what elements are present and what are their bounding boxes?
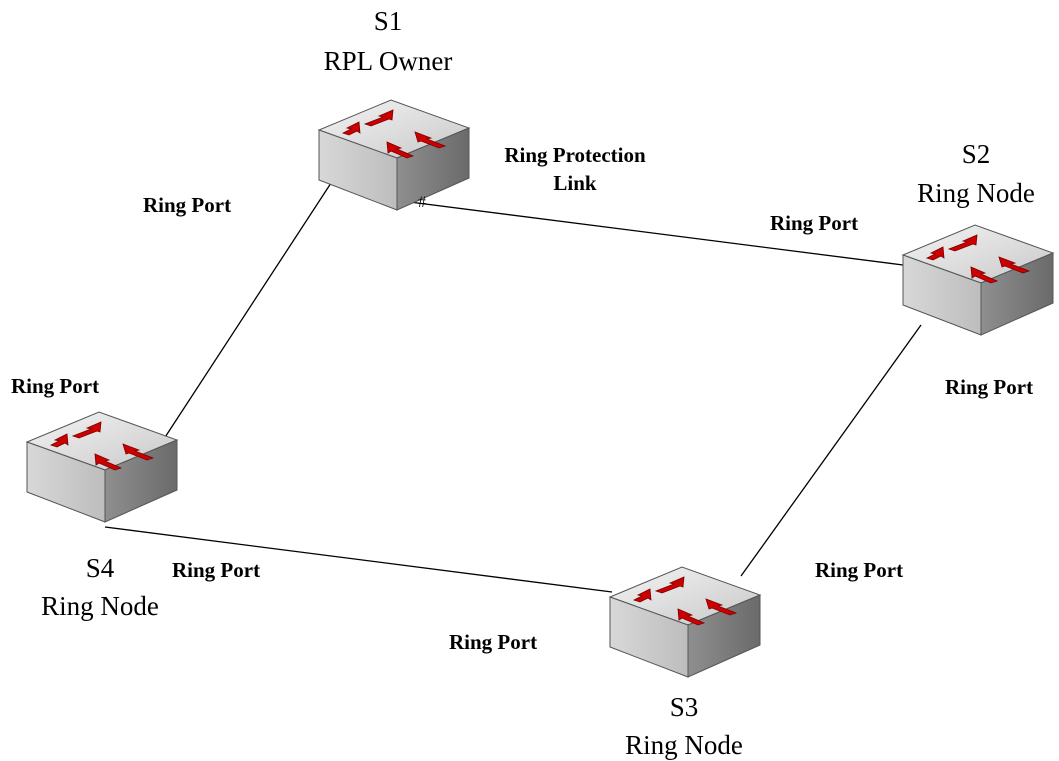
s1-name: S1 xyxy=(374,6,403,36)
link-s1-s2-rpl xyxy=(393,199,904,266)
s1-role: RPL Owner xyxy=(324,46,453,76)
s3-name: S3 xyxy=(670,692,699,722)
port-label-s4-to-s1: Ring Port xyxy=(11,374,99,398)
switch-s2-icon[interactable] xyxy=(902,224,1054,336)
port-label-s4-to-s3: Ring Port xyxy=(172,558,260,582)
s2-role: Ring Node xyxy=(917,178,1035,208)
port-label-s3-to-s4: Ring Port xyxy=(449,630,537,654)
link-s2-s3 xyxy=(740,324,922,577)
link-s4-s3 xyxy=(104,526,613,593)
port-label-s2-to-s1: Ring Port xyxy=(770,211,858,235)
rpl-block-mark: # xyxy=(418,194,426,211)
switch-s1-icon[interactable] xyxy=(318,99,470,211)
port-label-s1-to-s4: Ring Port xyxy=(143,193,231,217)
port-label-s3-to-s2: Ring Port xyxy=(815,558,903,582)
switch-s4-icon[interactable] xyxy=(26,411,178,523)
rpl-label-line1: Ring Protection xyxy=(504,143,646,167)
s4-name: S4 xyxy=(86,553,115,583)
s2-name: S2 xyxy=(962,139,991,169)
s4-role: Ring Node xyxy=(41,591,159,621)
s3-role: Ring Node xyxy=(625,730,743,760)
switch-s3-icon[interactable] xyxy=(609,566,761,678)
rpl-label-line2: Link xyxy=(553,171,597,195)
link-s1-s4 xyxy=(157,179,334,449)
port-label-s2-to-s3: Ring Port xyxy=(945,375,1033,399)
